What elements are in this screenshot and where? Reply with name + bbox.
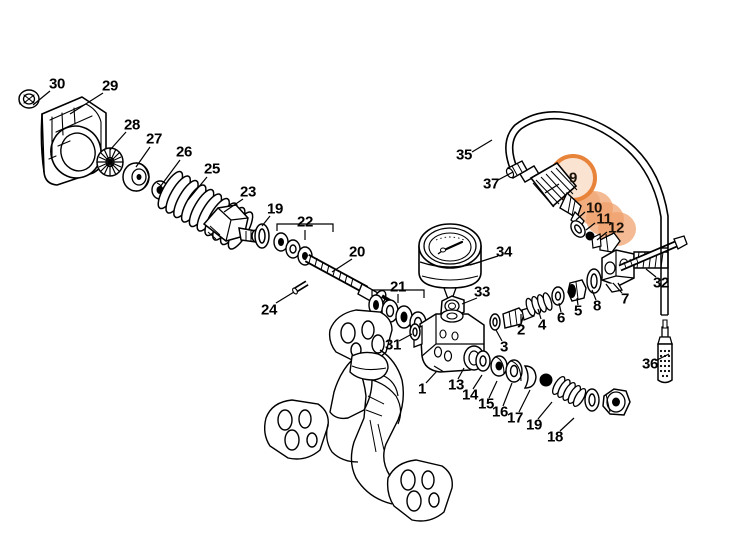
part-6-washer: [551, 286, 565, 306]
part-22-bracket: [276, 223, 334, 232]
callout-33: 33: [473, 283, 491, 301]
part-21-bracket: [371, 289, 425, 298]
callout-17: 17: [506, 409, 524, 427]
part-18-cap-nut: [602, 388, 631, 416]
callout-20: 20: [348, 243, 366, 261]
part-14-seal: [490, 355, 508, 377]
part-29-cap: [18, 89, 107, 186]
part-17-ball: [539, 373, 553, 387]
callout-27: 27: [145, 130, 163, 148]
callout-34: 34: [495, 243, 513, 261]
part-24-roll-pin: [292, 280, 309, 295]
part-19c-o-ring: [584, 388, 600, 412]
callout-22: 22: [296, 213, 314, 231]
callout-23: 23: [239, 183, 257, 201]
part-16-washer: [523, 365, 537, 389]
callout-28: 28: [123, 116, 141, 134]
part-13-o-ring: [475, 350, 491, 372]
callout-11-highlighted: 11: [596, 210, 612, 228]
callout-7: 7: [620, 290, 630, 308]
callout-31: 31: [384, 336, 402, 354]
part-30-screw: [18, 89, 40, 109]
callout-13: 13: [447, 376, 465, 394]
callout-1: 1: [417, 380, 427, 398]
callout-3: 3: [499, 338, 509, 356]
part-5-seat: [567, 279, 587, 302]
callout-21: 21: [389, 278, 407, 296]
callout-36: 36: [641, 355, 659, 373]
pump-housing-casting: [263, 309, 453, 522]
callout-19-lower: 19: [525, 416, 543, 434]
part-3-o-ring: [489, 313, 501, 331]
part-27-cup-washers: [122, 162, 150, 192]
part-36-filter: [657, 319, 673, 384]
part-19-o-ring-a: [254, 223, 270, 249]
suction-tube: [660, 248, 669, 316]
callout-16: 16: [491, 403, 509, 421]
callout-32: 32: [652, 274, 670, 292]
leader-lines: [32, 90, 670, 432]
callout-37: 37: [482, 175, 500, 193]
callout-30: 30: [48, 75, 66, 93]
part-22-washers: [273, 232, 313, 266]
callout-4: 4: [537, 316, 547, 334]
part-19b-spring: [552, 375, 587, 408]
part-31-o-ring: [409, 323, 421, 341]
part-28-spider-washer: [96, 147, 124, 177]
part-15-cup-seal: [505, 359, 523, 383]
callout-25: 25: [203, 160, 221, 178]
callout-14: 14: [461, 386, 479, 404]
callout-19-upper: 19: [266, 200, 284, 218]
callout-8: 8: [592, 297, 602, 315]
part-10-o-ring: [570, 220, 586, 238]
part-8-o-ring: [586, 268, 602, 294]
part-11-ball: [585, 231, 595, 241]
callout-29: 29: [101, 77, 119, 95]
callout-15: 15: [477, 395, 495, 413]
callout-18: 18: [546, 428, 564, 446]
callout-5: 5: [573, 302, 583, 320]
callout-9-highlighted: 9: [568, 169, 578, 187]
callout-12-highlighted: 12: [607, 219, 625, 237]
callout-10-highlighted: 10: [585, 199, 603, 217]
part-35-hose: [505, 110, 669, 249]
callout-35: 35: [455, 146, 473, 164]
callout-6: 6: [556, 309, 566, 327]
callout-2: 2: [516, 321, 526, 339]
callout-26: 26: [175, 143, 193, 161]
callout-24: 24: [260, 301, 278, 319]
part-34-pressure-gauge: [418, 223, 482, 300]
